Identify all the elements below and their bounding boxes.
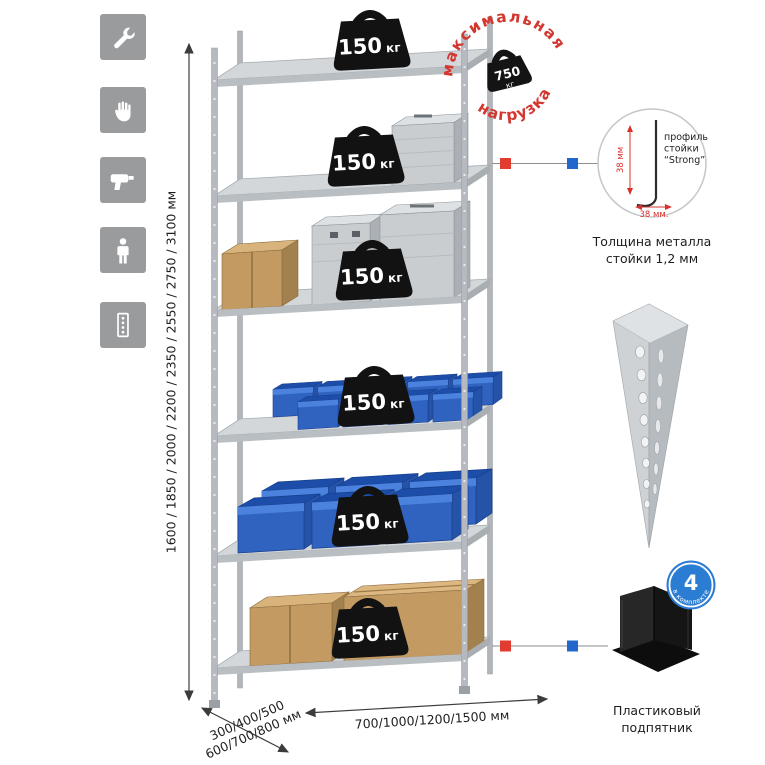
person-icon-tile [100, 227, 146, 273]
badge-number: 4 [684, 571, 699, 595]
corner-post-illustration [612, 303, 689, 549]
weight-handle-icon [350, 598, 385, 614]
foot-caption-line1: Пластиковый [613, 703, 701, 718]
weight-value: 150 [336, 621, 381, 647]
dimension-lines [184, 42, 549, 753]
depth-dimension-line [200, 707, 290, 753]
profile-dim-vertical: 38 мм [616, 147, 626, 173]
wrench-icon-tile [100, 14, 146, 60]
weight-handle-icon [350, 486, 385, 502]
weight-handle-icon [346, 126, 381, 142]
quantity-badge: в комплекте 4 [666, 560, 716, 610]
weight-unit: кг [384, 628, 399, 643]
weight-unit: кг [388, 270, 403, 285]
upright-profile-icon-tile [100, 302, 146, 348]
rack-back-posts [237, 16, 493, 689]
stamp-arc-bottom: нагрузка [472, 81, 560, 133]
weight-value: 150 [338, 33, 383, 59]
weight-handle-icon [352, 10, 387, 26]
weight-body [333, 18, 411, 71]
max-load-stamp: максимальная нагрузка 750 кг [437, 2, 571, 133]
person-icon [117, 238, 129, 264]
profile-caption-line2: стойки 1,2 мм [605, 251, 699, 266]
weight-unit: кг [390, 396, 405, 411]
red-marker [500, 640, 511, 652]
weight-body [337, 374, 415, 427]
weight-handle-icon [354, 240, 389, 256]
callout-connectors [492, 158, 608, 652]
profile-label-line1: профиль [664, 132, 708, 143]
drill-icon-tile [100, 157, 146, 203]
weight-value: 150 [336, 509, 381, 535]
weight-unit: кг [386, 40, 401, 55]
weight-body [335, 248, 413, 301]
weight-value: 150 [342, 389, 387, 415]
stamp-weight-body [487, 55, 532, 92]
profile-caption-line1: Толщина металла [592, 234, 712, 249]
stamp-value: 750 [493, 63, 522, 84]
red-marker [500, 158, 511, 169]
height-dimension-label: 1600 / 1850 / 2000 / 2200 / 2350 / 2550 … [163, 190, 179, 554]
stamp-weight-handle-icon [491, 49, 516, 65]
gloves-icon-tile [100, 87, 146, 133]
foot-caption: Пластиковый подпятник [582, 702, 732, 736]
weight-value: 150 [332, 149, 377, 175]
upright-profile-icon [117, 312, 129, 338]
blue-marker [567, 158, 578, 169]
gloves-icon [115, 101, 131, 122]
blue-marker [567, 640, 578, 652]
profile-detail-circle: 38 мм 38 мм. профиль стойки “Strong” [597, 108, 708, 220]
profile-dim-horizontal: 38 мм. [639, 210, 668, 220]
rack-front-posts [209, 33, 470, 708]
wrench-icon [114, 27, 135, 49]
profile-caption: Толщина металла стойки 1,2 мм [577, 233, 727, 267]
weight-body [331, 606, 409, 659]
weight-unit: кг [384, 516, 399, 531]
svg-text:нагрузка: нагрузка [472, 81, 560, 133]
stamp-unit: кг [505, 79, 515, 90]
plastic-foot-illustration [612, 586, 700, 672]
weight-body [327, 134, 405, 187]
weight-handle-icon [356, 366, 391, 382]
cardboard-box [221, 239, 299, 311]
profile-label-line2: стойки [664, 144, 699, 155]
foot-caption-line2: подпятник [621, 720, 693, 735]
weight-body [331, 494, 409, 547]
width-dimension-line [304, 694, 549, 718]
profile-label-line3: “Strong” [664, 155, 705, 166]
drill-icon [110, 174, 134, 190]
weight-value: 150 [340, 263, 385, 289]
weight-unit: кг [380, 156, 395, 171]
